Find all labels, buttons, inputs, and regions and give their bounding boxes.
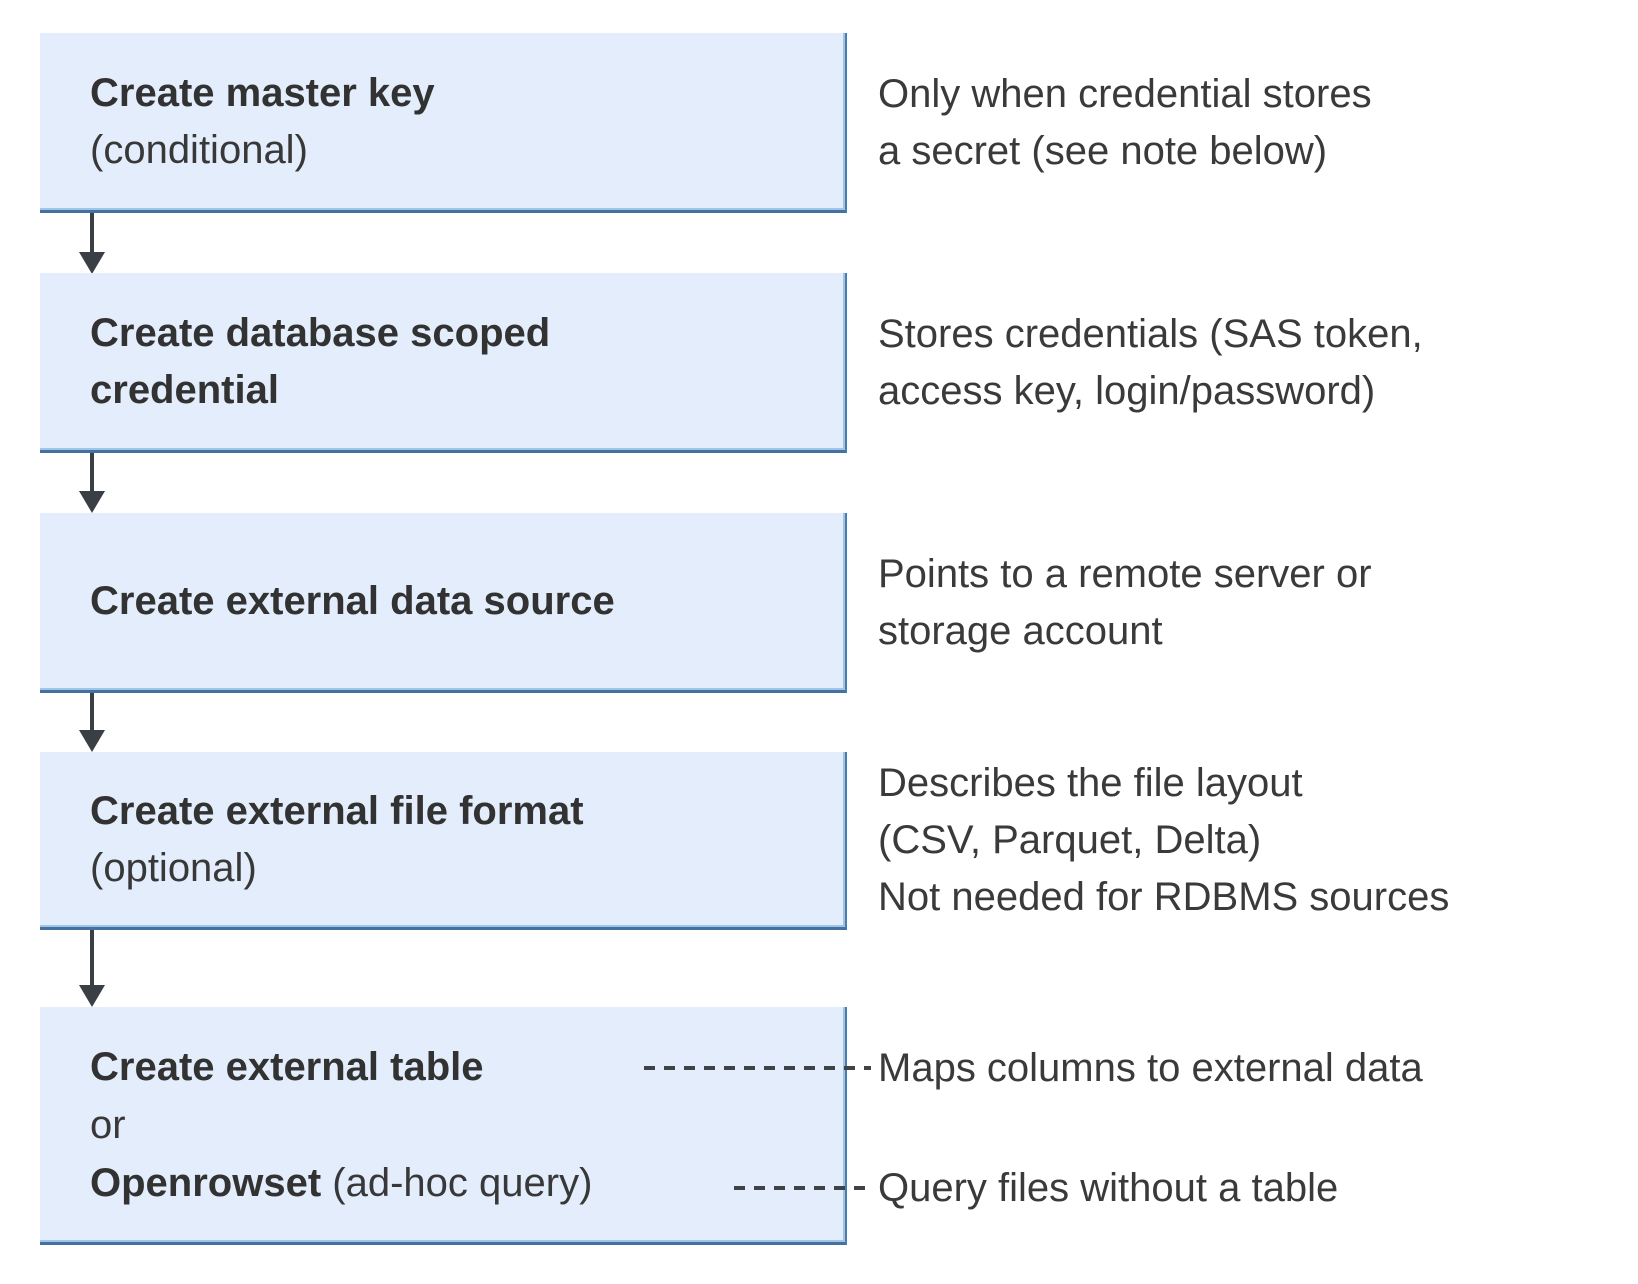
note-maps-columns: Maps columns to external data	[878, 1046, 1423, 1090]
step-title-bold: Create external table	[90, 1044, 484, 1089]
note-query-files: Query files without a table	[878, 1166, 1339, 1210]
step-title: Create database scoped credential	[90, 310, 551, 412]
step-alt-title-suffix: (ad-hoc query)	[321, 1160, 593, 1205]
step-box-scoped-credential: Create database scoped credential	[40, 273, 847, 453]
step-title: Create external table	[90, 1038, 845, 1096]
step-box-external-data-source: Create external data source	[40, 513, 847, 693]
step-or-label: or	[90, 1102, 126, 1147]
step-box-external-file-format: Create external file format (optional)	[40, 752, 847, 930]
step-subtitle: (conditional)	[90, 127, 308, 172]
dashed-connector-table	[644, 1066, 871, 1070]
step-alt-title-bold: Openrowset	[90, 1160, 322, 1205]
note-text: Points to a remote server or storage acc…	[878, 552, 1372, 653]
note-text: Only when credential stores a secret (se…	[878, 72, 1372, 173]
down-arrow-icon	[79, 213, 105, 274]
step-subtitle: (optional)	[90, 845, 257, 890]
note-text: Stores credentials (SAS token, access ke…	[878, 312, 1423, 413]
step-box-external-table: Create external table or Openrowset (ad-…	[40, 1007, 847, 1245]
step-title: Create external file format	[90, 788, 584, 833]
dashed-connector-openrowset	[734, 1186, 871, 1190]
down-arrow-icon	[79, 693, 105, 752]
step-title: Create external data source	[90, 579, 615, 623]
down-arrow-icon	[79, 453, 105, 513]
step-title: Create master key	[90, 70, 435, 115]
note-text: Describes the file layout (CSV, Parquet,…	[878, 761, 1450, 919]
step-alt-title: Openrowset (ad-hoc query)	[90, 1154, 845, 1212]
down-arrow-icon	[79, 930, 105, 1007]
step-box-master-key: Create master key (conditional)	[40, 33, 847, 213]
